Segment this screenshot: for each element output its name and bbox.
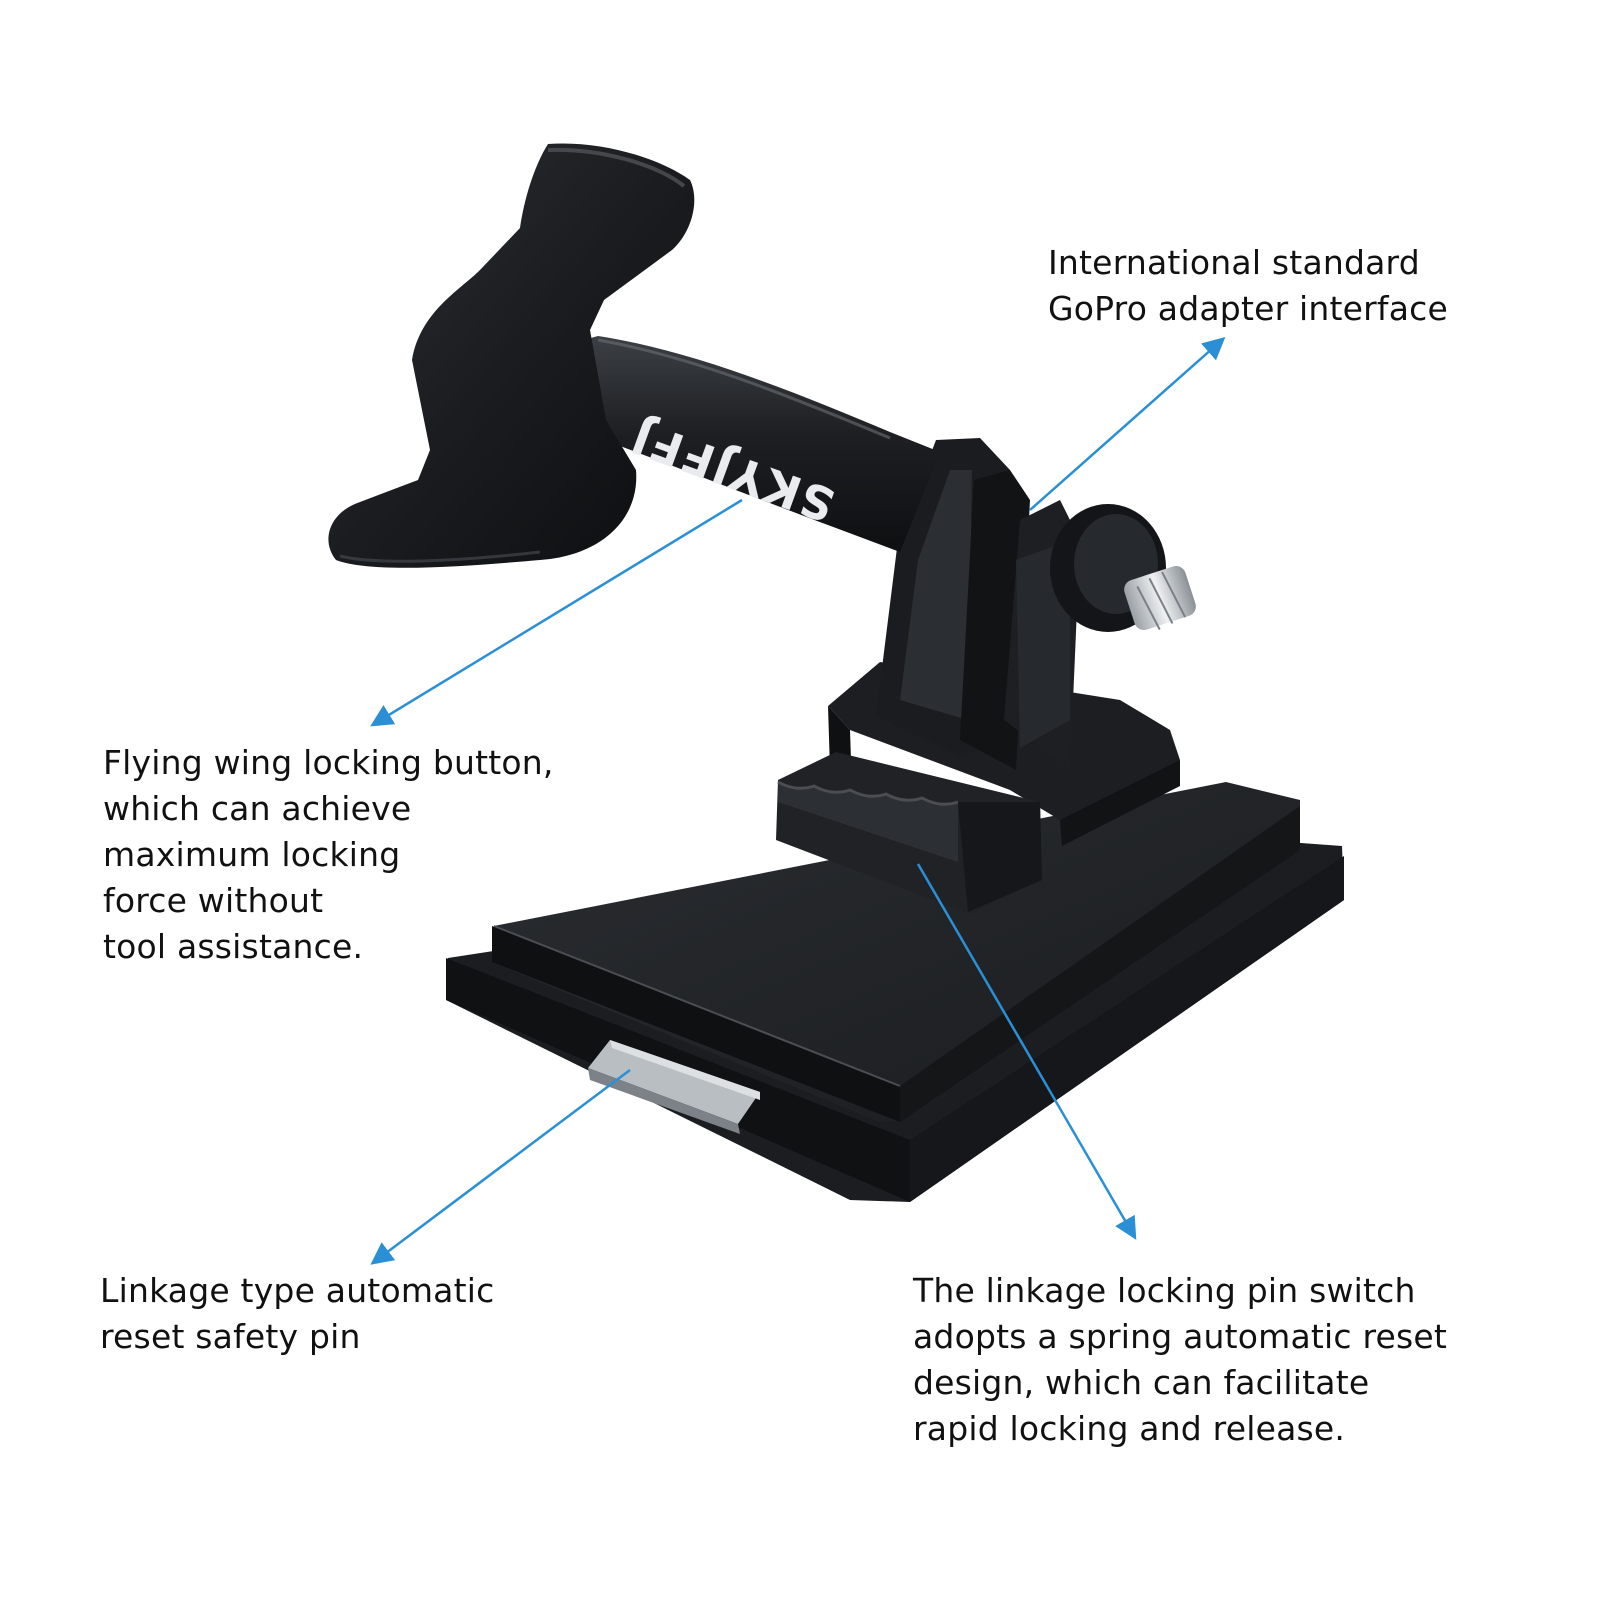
callout-safety-pin: Linkage type automatic reset safety pin (100, 1271, 495, 1356)
locking-pin-switch (776, 752, 1042, 914)
callout-gopro-interface: International standard GoPro adapter int… (1048, 243, 1449, 328)
callout-arrows (370, 337, 1226, 1265)
callout-locking-pin-switch: The linkage locking pin switch adopts a … (913, 1271, 1448, 1448)
wing-knob (328, 143, 695, 568)
safety-pin-tab (588, 1040, 760, 1134)
arrow-gopro (1029, 337, 1226, 511)
nut-and-screw (1050, 504, 1196, 632)
callout-wing-locking-button: Flying wing locking button, which can ac… (103, 743, 554, 966)
upper-plate (492, 782, 1300, 1122)
arrow-wing (370, 498, 743, 727)
arrow-switch (916, 863, 1137, 1240)
arrow-pin (370, 1069, 631, 1265)
